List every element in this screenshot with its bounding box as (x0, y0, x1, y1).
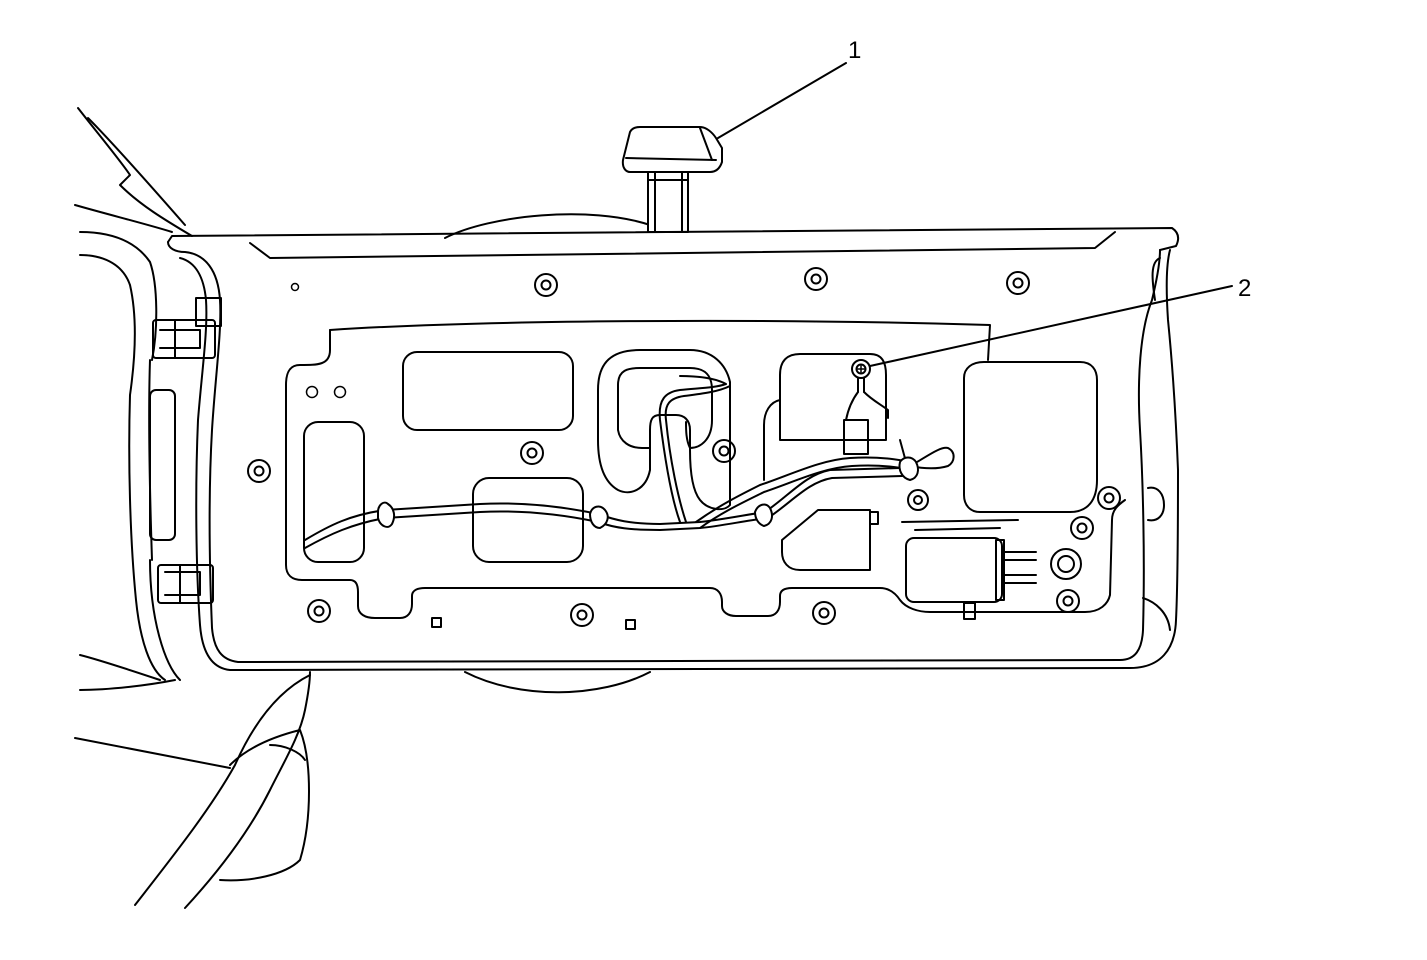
door-inner-panel (167, 227, 1180, 671)
inner-recess (285, 319, 1126, 630)
ground-bolt-assembly (843, 359, 889, 455)
lower-seat-outline (74, 671, 311, 909)
callout-1-leader (717, 62, 847, 139)
callout-2-leader (869, 285, 1233, 367)
wiring-harness (304, 375, 955, 549)
callout-2-label: 2 (1238, 275, 1251, 302)
callout-1-label: 1 (848, 37, 861, 64)
fastener-holes (247, 267, 1121, 627)
top-knob-component (621, 126, 723, 233)
background-round-component (444, 213, 651, 694)
callout-leaders (717, 62, 1233, 367)
left-body-frame (74, 107, 222, 691)
